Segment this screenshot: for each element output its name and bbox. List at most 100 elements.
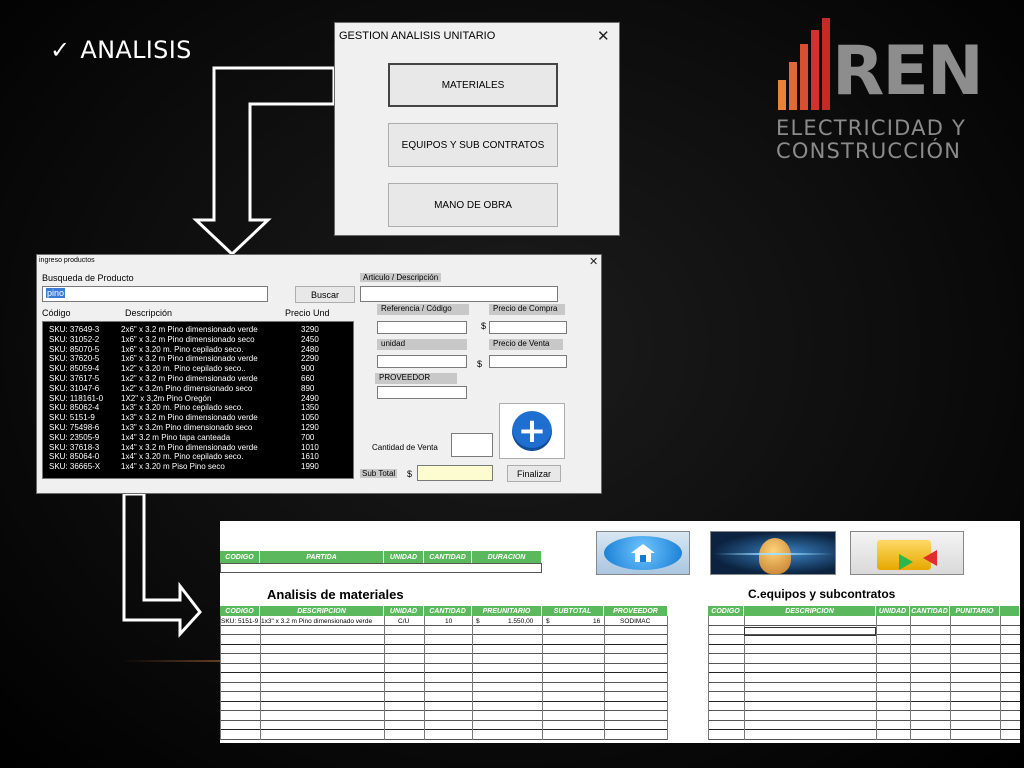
table-row[interactable] <box>708 721 1020 730</box>
add-item-button[interactable]: + <box>499 403 565 459</box>
table-row[interactable] <box>220 711 668 721</box>
mat-cell-subtotal: 16 <box>593 618 601 625</box>
column-divider <box>424 616 425 740</box>
product-code: SKU: 23505-9 <box>49 432 100 442</box>
product-price: 700 <box>301 432 315 442</box>
table-row[interactable] <box>708 692 1020 702</box>
table-row[interactable] <box>708 730 1020 740</box>
mat-header-unit-price: PREUNITARIO <box>472 606 542 616</box>
sale-quantity-input[interactable] <box>451 433 493 457</box>
reference-input[interactable] <box>377 321 467 334</box>
folder-image-button[interactable] <box>850 531 964 575</box>
table-row[interactable] <box>220 673 668 683</box>
search-button[interactable]: Buscar <box>295 286 355 303</box>
table-row[interactable] <box>708 683 1020 692</box>
top-header-code: CODIGO <box>220 551 260 563</box>
table-row[interactable] <box>708 664 1020 673</box>
table-row[interactable] <box>708 702 1020 711</box>
table-row[interactable] <box>220 645 668 654</box>
brain-image-button[interactable] <box>710 531 836 575</box>
sale-price-input[interactable] <box>489 355 567 368</box>
table-row[interactable] <box>708 654 1020 664</box>
analysis-dialog: GESTION ANALISIS UNITARIO ✕ MATERIALES E… <box>334 22 620 236</box>
table-row[interactable] <box>708 616 1020 626</box>
table-row[interactable] <box>220 692 668 702</box>
supplier-input[interactable] <box>377 386 467 399</box>
purchase-currency: $ <box>481 321 487 331</box>
brain-head-icon <box>759 538 791 574</box>
top-header-partida: PARTIDA <box>260 551 384 563</box>
energy-wave-icon <box>715 553 833 555</box>
selected-cell[interactable] <box>744 627 876 636</box>
purchase-price-input[interactable] <box>489 321 567 334</box>
eq-header-quantity: CANTIDAD <box>910 606 950 616</box>
product-code: SKU: 85064-0 <box>49 452 100 462</box>
reference-label: Referencia / Código <box>377 304 469 315</box>
column-divider <box>542 616 543 740</box>
table-row[interactable] <box>708 673 1020 683</box>
slide-title: ✓ANALISIS <box>50 36 192 64</box>
finish-button[interactable]: Finalizar <box>507 465 561 482</box>
table-row[interactable] <box>220 664 668 673</box>
sale-currency: $ <box>477 359 483 369</box>
table-row[interactable] <box>708 626 1020 635</box>
plus-icon: + <box>517 411 547 451</box>
table-row[interactable] <box>220 702 668 711</box>
equipment-button[interactable]: EQUIPOS Y SUB CONTRATOS <box>388 123 558 167</box>
mat-cell-subtotal-currency: $ <box>546 618 550 625</box>
product-code: SKU: 85062-4 <box>49 403 100 413</box>
product-description: 1x2" x 3.20 m. Pino cepilado seco.. <box>121 364 246 374</box>
product-list-item[interactable]: SKU: 23505-9 1x4" 3.2 m Pino tapa cantead… <box>43 433 353 443</box>
eq-header-extra <box>1000 606 1020 616</box>
close-icon[interactable]: ✕ <box>589 256 599 268</box>
product-list-item[interactable]: SKU: 85062-4 1x3" x 3.20 m. Pino cepilado… <box>43 403 353 413</box>
product-description: 1x3" x 3.20 m. Pino cepilado seco. <box>121 403 244 413</box>
subtotal-input[interactable] <box>417 465 493 481</box>
table-row[interactable] <box>708 711 1020 721</box>
product-code: SKU: 36665-X <box>49 462 101 472</box>
table-row[interactable] <box>220 654 668 664</box>
table-row[interactable] <box>220 626 668 635</box>
labor-button[interactable]: MANO DE OBRA <box>388 183 558 227</box>
unit-input[interactable] <box>377 355 467 368</box>
table-row[interactable] <box>220 721 668 730</box>
table-row[interactable] <box>220 635 668 645</box>
article-input[interactable] <box>360 286 558 302</box>
materials-button[interactable]: MATERIALES <box>388 63 558 107</box>
product-description: 1x3" x 3.2m Pino dimensionado seco <box>121 423 253 432</box>
product-description: 1x4" x 3.20 m Piso Pino seco <box>121 462 225 472</box>
mat-header-description: DESCRIPCION <box>260 606 384 616</box>
table-row[interactable] <box>220 683 668 692</box>
table-row[interactable] <box>220 730 668 740</box>
mat-header-supplier: PROVEEDOR <box>604 606 668 616</box>
mat-cell-price: 1.550,00 <box>508 618 534 625</box>
home-image-button[interactable] <box>596 531 690 575</box>
table-row[interactable] <box>708 635 1020 645</box>
product-code: SKU: 37617-5 <box>49 374 100 383</box>
column-divider <box>708 616 709 740</box>
red-arrow-icon <box>923 550 937 566</box>
table-row[interactable] <box>220 616 668 626</box>
search-input[interactable]: pino <box>42 286 268 302</box>
close-icon[interactable]: ✕ <box>597 28 610 45</box>
top-table-row[interactable] <box>220 563 542 573</box>
table-row[interactable] <box>708 645 1020 654</box>
product-list-item[interactable]: SKU: 36665-X 1x4" x 3.20 m Piso Pino seco… <box>43 462 353 472</box>
product-description: 1x4" 3.2 m Pino tapa canteada <box>121 432 231 442</box>
mat-cell-code: SKU: 5151-9 <box>221 618 259 625</box>
company-logo: REN ELECTRICIDAD Y CONSTRUCCIÓN <box>776 18 986 163</box>
search-input-value: pino <box>46 288 66 298</box>
